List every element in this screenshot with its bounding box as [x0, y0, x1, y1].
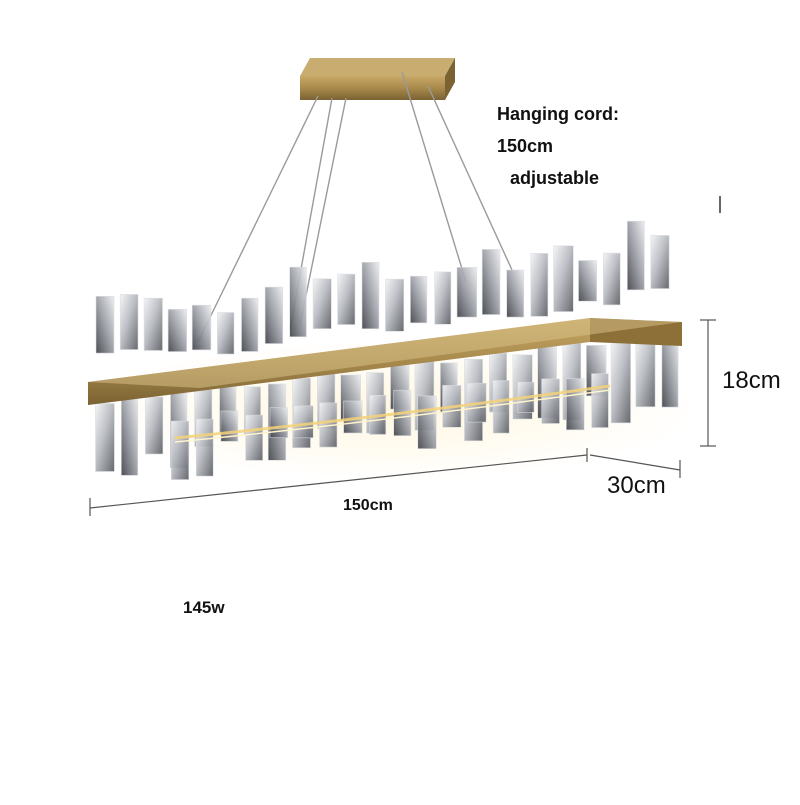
crystal-block	[312, 278, 332, 329]
crystal-block	[565, 378, 585, 431]
crystal-block	[385, 278, 405, 332]
crystal-block	[217, 312, 235, 355]
crystal-block	[171, 420, 190, 480]
crystal-block	[578, 260, 598, 302]
brass-frame	[88, 318, 682, 405]
crystal-block	[121, 394, 139, 476]
crystal-blocks-front	[171, 373, 609, 480]
crystal-block	[492, 380, 510, 434]
crystal-block	[289, 266, 307, 338]
crystal-block	[481, 249, 501, 315]
crystal-block	[143, 297, 163, 351]
height-label: 18cm	[722, 367, 781, 394]
crystal-block	[95, 403, 115, 472]
crystal-block	[417, 395, 437, 449]
crystal-block	[410, 275, 428, 324]
crystal-block	[541, 378, 560, 424]
crystal-block	[610, 339, 631, 424]
dimension-lines	[89, 196, 721, 516]
crystal-block	[195, 418, 214, 477]
crystal-block	[626, 220, 645, 291]
led-strip	[174, 384, 611, 443]
crystal-block	[293, 405, 314, 439]
crystal-block	[650, 235, 670, 289]
crystal-block	[241, 297, 259, 352]
crystal-block	[269, 407, 289, 439]
crystal-block	[591, 373, 609, 428]
crystal-block	[337, 273, 356, 325]
crystal-block	[530, 253, 549, 317]
crystal-block	[264, 286, 284, 344]
crystal-block	[145, 396, 164, 455]
crystal-block	[245, 414, 264, 461]
crystal-block	[456, 267, 478, 318]
crystal-block	[434, 271, 452, 325]
depth-dimension-line	[589, 454, 681, 471]
crystal-block	[506, 269, 525, 318]
crystal-block	[167, 308, 188, 352]
crystal-block	[602, 252, 621, 306]
hanging-cord-title: Hanging cord:	[497, 104, 619, 124]
crystal-block	[119, 294, 139, 350]
crystal-block	[361, 261, 380, 330]
depth-label: 30cm	[607, 472, 666, 499]
power-label: 145w	[183, 598, 225, 617]
crystal-block	[191, 304, 212, 351]
crystal-block	[635, 335, 656, 408]
crystal-block	[553, 245, 574, 312]
width-dimension-line	[89, 454, 588, 509]
width-label: 150cm	[343, 497, 393, 514]
crystal-block	[95, 295, 115, 354]
hanging-cord-note: adjustable	[510, 168, 600, 188]
hanging-cord-length: 150cm	[497, 136, 554, 156]
